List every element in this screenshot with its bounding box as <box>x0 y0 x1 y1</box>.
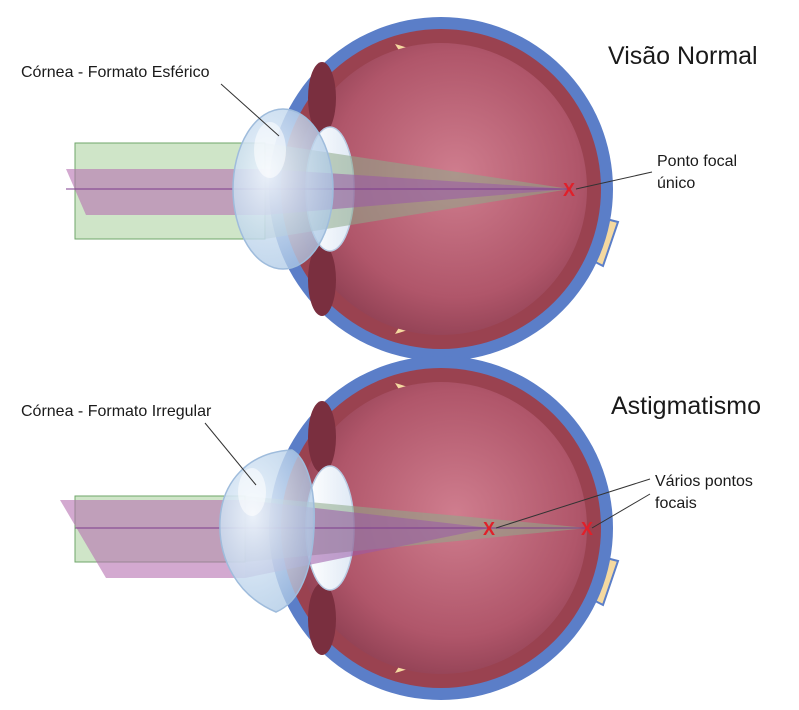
cornea-spherical <box>232 108 334 270</box>
multiple-focus-label-line2: focais <box>655 495 697 512</box>
cornea-irregular-label: Córnea - Formato Irregular <box>21 403 212 420</box>
normal-vision-eye: X Visão Normal Córnea - Formato Esférico… <box>21 17 758 361</box>
multiple-focus-label-line1: Vários pontos <box>655 473 753 490</box>
cornea-irregular <box>219 449 315 613</box>
cornea-highlight <box>238 468 266 516</box>
cornea-leader-line <box>220 83 280 137</box>
single-focus-label-line1: Ponto focal <box>657 153 737 170</box>
ciliary-body-top <box>308 62 336 134</box>
ciliary-body-top <box>308 401 336 473</box>
purple-focus-cone <box>265 169 570 215</box>
focus-leader-line <box>575 171 653 190</box>
focus-point-marker-2: X <box>581 519 593 539</box>
ciliary-body-bottom <box>308 583 336 655</box>
purple-light-beam <box>66 169 265 215</box>
focus-leader-line-1 <box>495 478 651 529</box>
purple-light-beam <box>60 500 245 578</box>
cornea-leader-line <box>204 422 257 486</box>
single-focus-label-line2: único <box>657 175 695 192</box>
cornea-highlight <box>254 122 286 178</box>
astigmatism-title: Astigmatismo <box>611 392 761 420</box>
astigmatism-eye: X X Astigmatismo Córnea - Formato Irregu… <box>21 356 761 700</box>
ciliary-body-bottom <box>308 244 336 316</box>
focus-leader-line-2 <box>591 493 651 529</box>
cornea-spherical-label: Córnea - Formato Esférico <box>21 64 210 81</box>
focus-point-marker: X <box>563 180 575 200</box>
focus-point-marker-1: X <box>483 519 495 539</box>
normal-vision-title: Visão Normal <box>608 42 758 70</box>
